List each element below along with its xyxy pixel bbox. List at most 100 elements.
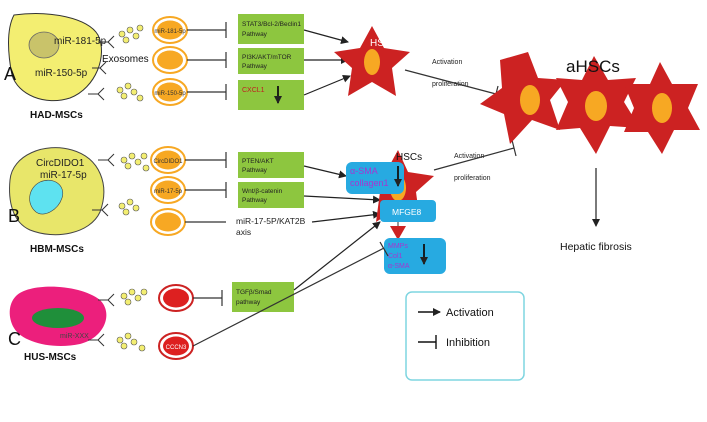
inhibition-line [187,22,227,38]
had-msc-cell [8,13,102,102]
pathway-cxcl1-box: CXCL1 [238,80,304,110]
marker-box-1-line2: collagen1 [350,178,389,188]
exosome-cluster [116,24,144,102]
had-msc-nucleus [28,31,60,59]
pathway-cxcl1-label: CXCL1 [242,87,265,94]
hbm-mirna-label: miR-17-5p [40,170,87,181]
mfge8-box: MFGE8 [380,200,436,222]
vesicle-a2 [152,46,188,74]
activation-arrow [311,210,381,223]
ahsc-group: aHSCs Hepatic fibrosis [480,52,700,253]
legend-box: Activation Inhibition [405,291,525,381]
vesicle-a3: miR-150-5p [152,78,188,106]
had-msc-label: HAD-MSCs [30,110,83,121]
marker-box-3-line1: MMPs [388,243,408,250]
receptor-icon [88,87,105,101]
hus-msc-nucleus [32,308,84,328]
vesicle-b1: CircDIDO1 [150,146,186,174]
receptor-icon [92,61,107,75]
inhibition-line [185,182,227,198]
hsc-star-a: HSCs [334,26,410,96]
panel-b: CircDIDO1 miR-17-5p B HBM-MSCs CircDIDO1… [8,139,517,274]
vesicle-b3 [150,208,186,236]
pathway-pi3k-box: PI3K/AKT/mTOR Pathway [238,48,304,74]
panel-a: miR-181-5p miR-150-5p A HAD-MSCs Exosome… [4,13,499,121]
vesicle-a1: miR-181-5p [152,16,188,44]
marker-box-3-line3: α-SMA [388,263,410,270]
activation-arrow [293,221,381,291]
vesicle-c1 [158,284,194,312]
pathway-pten-box: PTEN/AKT Pathway [238,152,304,178]
inhibition-line [187,84,227,100]
vesicle-c2: CCCN3 [158,332,194,360]
receptor-icon [92,203,109,217]
vesicle-b2-label: miR-17-5p [154,189,183,195]
receptor-icon [98,35,115,49]
pathway-stat3-line2: Pathway [242,31,268,38]
marker-box-3-line2: Col1 [388,253,403,260]
inhibition-line [185,152,227,168]
pathway-tgfb-line1: TGFβ/Smad [236,289,272,296]
exosome-cluster [116,288,148,352]
hus-mirna-label: miR-XXX [60,333,89,340]
hsc-label-a: HSCs [370,38,396,49]
had-mirna2-label: miR-150-5p [35,68,88,79]
pathway-stat3-box: STAT3/Bcl-2/Beclin1 Pathway [238,14,304,44]
pathway-pi3k-line2: Pathway [242,63,268,70]
receptor-icon [98,153,115,167]
proliferation-label-a: proliferation [432,81,469,88]
hbm-msc-label: HBM-MSCs [30,244,84,255]
pathway-wnt-box: Wnt/β-catenin Pathway [238,182,304,208]
pathway-tgfb-line2: pathway [236,299,261,306]
vesicle-c2-label: CCCN3 [166,345,187,351]
inhibition-line [187,52,227,68]
exosomes-label: Exosomes [102,54,149,65]
receptor-icon [98,293,115,307]
pathway-wnt-line2: Pathway [242,197,268,204]
mfge8-label: MFGE8 [392,207,422,217]
inhibition-line [433,139,517,171]
hus-msc-label: HUS-MSCs [24,352,77,363]
legend-inhibition-label: Inhibition [446,337,490,349]
activation-arrow [303,74,351,96]
activation-arrow [303,165,347,179]
inhibition-line [192,241,389,347]
marker-box-3: MMPs Col1 α-SMA [384,238,446,274]
pathway-pi3k-line1: PI3K/AKT/mTOR [242,54,292,61]
ahsc-nucleus-2 [585,91,607,121]
ahsc-nucleus-3 [652,93,672,123]
red-arrow-down [390,226,406,240]
pathway-stat3-line1: STAT3/Bcl-2/Beclin1 [242,21,301,28]
panel-a-letter: A [4,64,16,84]
panel-c-letter: C [8,329,21,349]
panel-b-letter: B [8,206,20,226]
hsc-label-b: HSCs [396,152,422,163]
legend-activation-label: Activation [446,307,494,319]
hbm-msc-nucleus [29,179,64,215]
receptor-icon [88,333,105,347]
marker-box-1: α-SMA collagen1 [346,162,404,194]
activation-arrow [303,29,349,45]
pathway-pten-line1: PTEN/AKT [242,158,274,165]
vesicle-b1-label: CircDIDO1 [153,159,183,165]
activation-label-b: Activation [454,153,484,160]
hbm-circ-label: CircDIDO1 [36,158,85,169]
had-mirna1-label: miR-181-5p [54,36,107,47]
ahsc-label: aHSCs [566,57,620,76]
legend-inhibition-line [418,335,437,349]
hepatic-fibrosis-label: Hepatic fibrosis [560,241,632,253]
pathway-pten-line2: Pathway [242,167,268,174]
axis-line2: axis [236,227,251,237]
vesicle-a1-label: miR-181-5p [154,29,186,35]
axis-line1: miR-17-5P/KAT2B [236,216,306,226]
activation-arrow [303,195,381,204]
panel-c: miR-XXX C HUS-MSCs CCCN3 TGFβ/Smad pathw… [8,221,389,363]
pathway-wnt-line1: Wnt/β-catenin [242,188,283,195]
proliferation-label-b: proliferation [454,175,491,182]
ahsc-nucleus-1 [520,85,540,115]
activation-label-a: Activation [432,59,462,66]
marker-box-1-line1: α-SMA [350,166,378,176]
pathway-tgfb-box: TGFβ/Smad pathway [232,282,294,312]
